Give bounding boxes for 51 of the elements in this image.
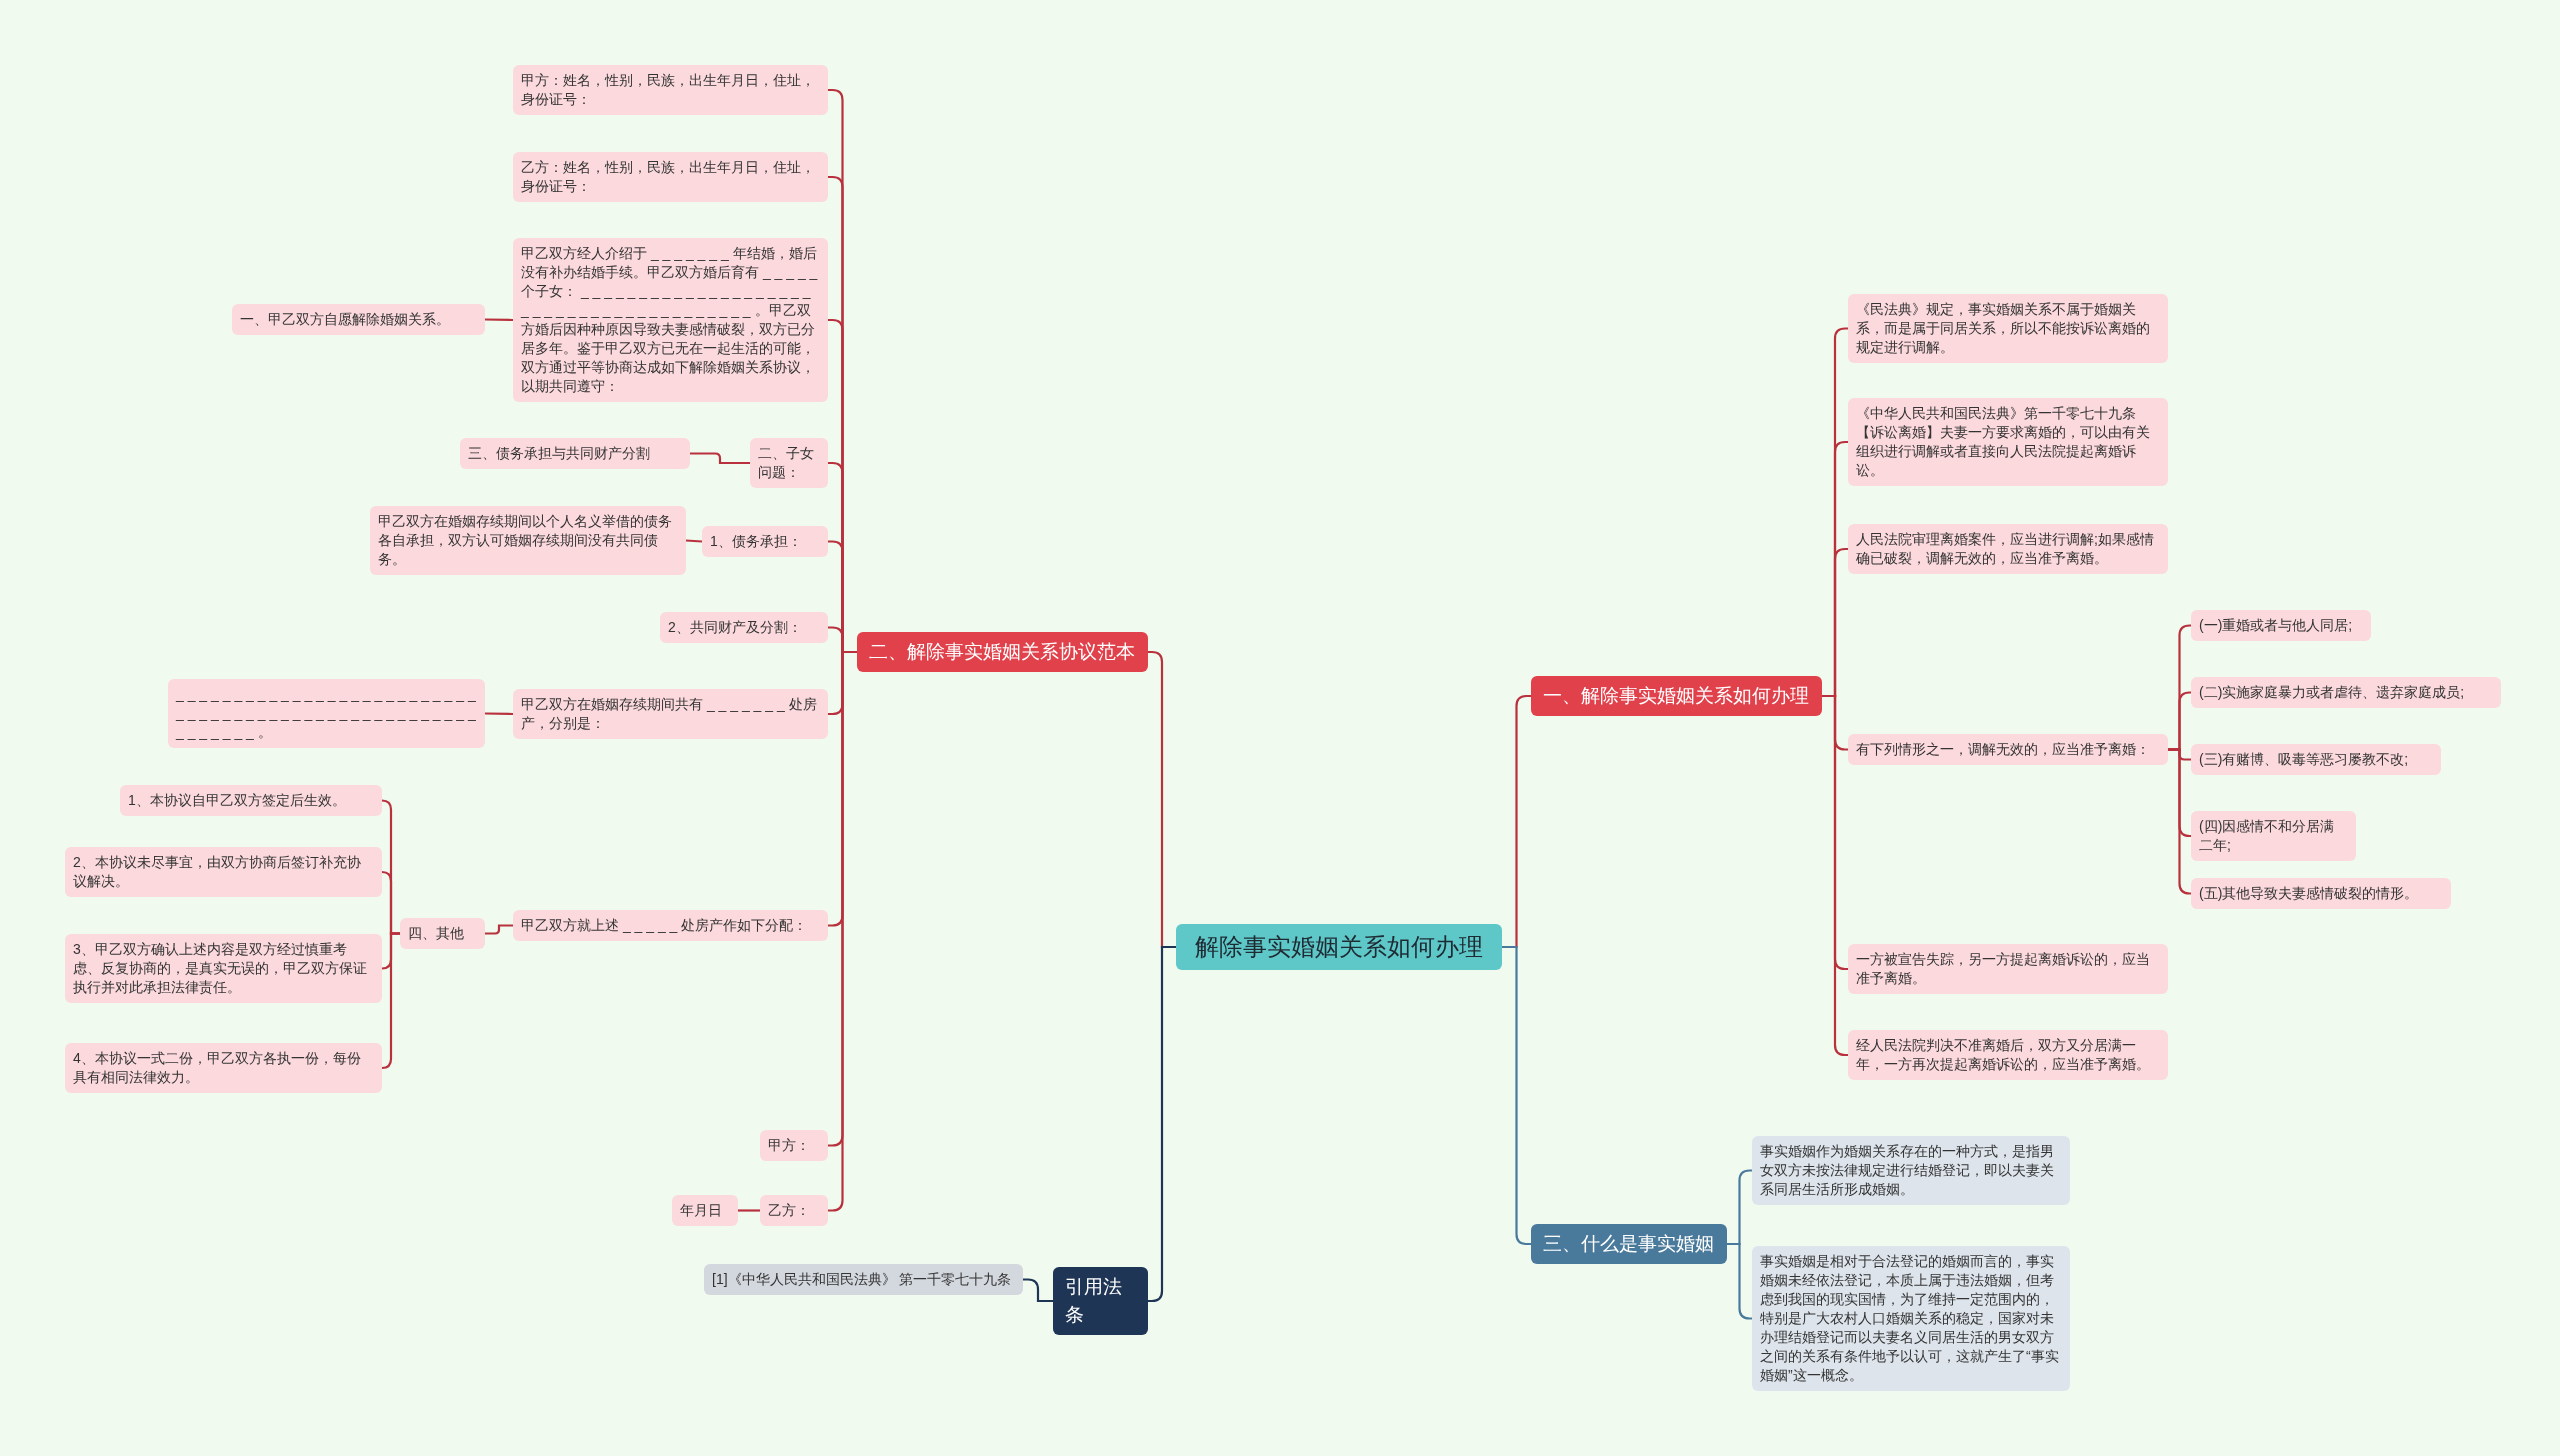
topic-card: (二)实施家庭暴力或者虐待、遗弃家庭成员; [2191, 677, 2501, 708]
topic-card: 1、债务承担： [702, 526, 828, 557]
topic-card: 三、债务承担与共同财产分割 [460, 438, 690, 469]
topic-card: 四、其他 [400, 918, 485, 949]
topic-card: 乙方：姓名，性别，民族，出生年月日，住址，身份证号： [513, 152, 828, 202]
topic-card: 2、本协议未尽事宜，由双方协商后签订补充协议解决。 [65, 847, 382, 897]
connector-line [738, 1209, 760, 1212]
topic-card: 甲乙双方经人介绍于 _ _ _ _ _ _ _ 年结婚，婚后没有补办结婚手续。甲乙双方婚后育有 _ _ _ _ _ 个子女： _ _ _ _ _ _ _ _ _ _ _ _ _ _ _ _ _ _ _ _ _ _ _ _ _ _ _ _ _ _ _ _ _ _ _ _ _ _ _ _ 。甲乙双方婚后因种种原因导致夫妻感情破裂，双方已分居多年。鉴于甲乙双方已无在一起生活的可能，双方通过平等协商达成如下解除婚姻关系协议，以期共同遵守： [513, 238, 828, 402]
connector-line [690, 452, 750, 465]
topic-card: 甲方：姓名，性别，民族，出生年月日，住址，身份证号： [513, 65, 828, 115]
topic-card: 甲方： [760, 1130, 828, 1161]
topic-card: 2、共同财产及分割： [660, 612, 828, 643]
connector-line [1727, 1242, 1752, 1320]
branch-topic: 一、解除事实婚姻关系如何办理 [1531, 676, 1822, 716]
connector-line [485, 712, 513, 716]
topic-card: 《民法典》规定，事实婚姻关系不属于婚姻关系，而是属于同居关系，所以不能按诉讼离婚的规定进行调解。 [1848, 294, 2168, 363]
topic-card: 事实婚姻作为婚姻关系存在的一种方式，是指男女双方未按法律规定进行结婚登记，即以夫妻关系同居生活所形成婚姻。 [1752, 1136, 2070, 1205]
connector-line [2168, 748, 2192, 895]
topic-card: 人民法院审理离婚案件，应当进行调解;如果感情确已破裂，调解无效的，应当准予离婚。 [1848, 524, 2168, 574]
connector-line [685, 539, 703, 543]
topic-card: 甲乙双方就上述 _ _ _ _ _ 处房产作如下分配： [513, 910, 828, 941]
connector-line [380, 932, 400, 1070]
connector-line [1023, 1278, 1053, 1303]
topic-card: 乙方： [760, 1195, 828, 1226]
connector-line [485, 924, 513, 935]
branch-topic: 引用法条 [1053, 1267, 1148, 1335]
topic-card: 3、甲乙双方确认上述内容是双方经过慎重考虑、反复协商的，是真实无误的，甲乙双方保证执行并对此承担法律责任。 [65, 934, 382, 1003]
topic-card: 二、子女问题： [750, 438, 828, 488]
topic-card: (三)有赌博、吸毒等恶习屡教不改; [2191, 744, 2441, 775]
topic-card: 一方被宣告失踪，另一方提起离婚诉讼的，应当准予离婚。 [1848, 944, 2168, 994]
connector-line [485, 318, 513, 322]
topic-card: 年月日 [672, 1195, 738, 1226]
topic-card: (一)重婚或者与他人同居; [2191, 610, 2371, 641]
topic-card: 有下列情形之一，调解无效的，应当准予离婚： [1848, 734, 2168, 765]
branch-topic: 三、什么是事实婚姻 [1531, 1224, 1727, 1264]
topic-card: 4、本协议一式二份，甲乙双方各执一份，每份具有相同法律效力。 [65, 1043, 382, 1093]
topic-card: [1]《中华人民共和国民法典》 第一千零七十九条 [704, 1264, 1023, 1295]
topic-card: 事实婚姻是相对于合法登记的婚姻而言的，事实婚姻未经依法登记，本质上属于违法婚姻，但考虑到我国的现实国情，为了维持一定范围内的，特别是广大农村人口婚姻关系的稳定，国家对未办理结婚登记而以夫妻名义同居生活的男女双方之间的关系有条件地予以认可，这就产生了“事实婚姻”这一概念。 [1752, 1246, 2070, 1391]
topic-card: 经人民法院判决不准离婚后，双方又分居满一年，一方再次提起离婚诉讼的，应当准予离婚。 [1848, 1030, 2168, 1080]
topic-card: 甲乙双方在婚姻存续期间以个人名义举借的债务各自承担，双方认可婚姻存续期间没有共同债务。 [370, 506, 686, 575]
connector-line [1148, 945, 1176, 1303]
topic-card: _ _ _ _ _ _ _ _ _ _ _ _ _ _ _ _ _ _ _ _ _ _ _ _ _ _ _ _ _ _ _ _ _ _ _ _ _ _ _ _ _ _ _ _ _ _ _ _ _ _ _ _ _ _ _ _ _ _ _ 。 [168, 679, 485, 748]
topic-card: (四)因感情不和分居满二年; [2191, 811, 2356, 861]
central-topic: 解除事实婚姻关系如何办理 [1176, 924, 1502, 970]
branch-topic: 二、解除事实婚姻关系协议范本 [857, 632, 1148, 672]
topic-card: 1、本协议自甲乙双方签定后生效。 [120, 785, 382, 816]
topic-card: (五)其他导致夫妻感情破裂的情形。 [2191, 878, 2451, 909]
connector-line [1822, 694, 1848, 1057]
topic-card: 一、甲乙双方自愿解除婚姻关系。 [232, 304, 485, 335]
topic-card: 《中华人民共和国民法典》第一千零七十九条【诉讼离婚】夫妻一方要求离婚的，可以由有关组织进行调解或者直接向人民法院提起离婚诉讼。 [1848, 398, 2168, 486]
topic-card: 甲乙双方在婚姻存续期间共有 _ _ _ _ _ _ _ 处房产，分别是： [513, 689, 828, 739]
